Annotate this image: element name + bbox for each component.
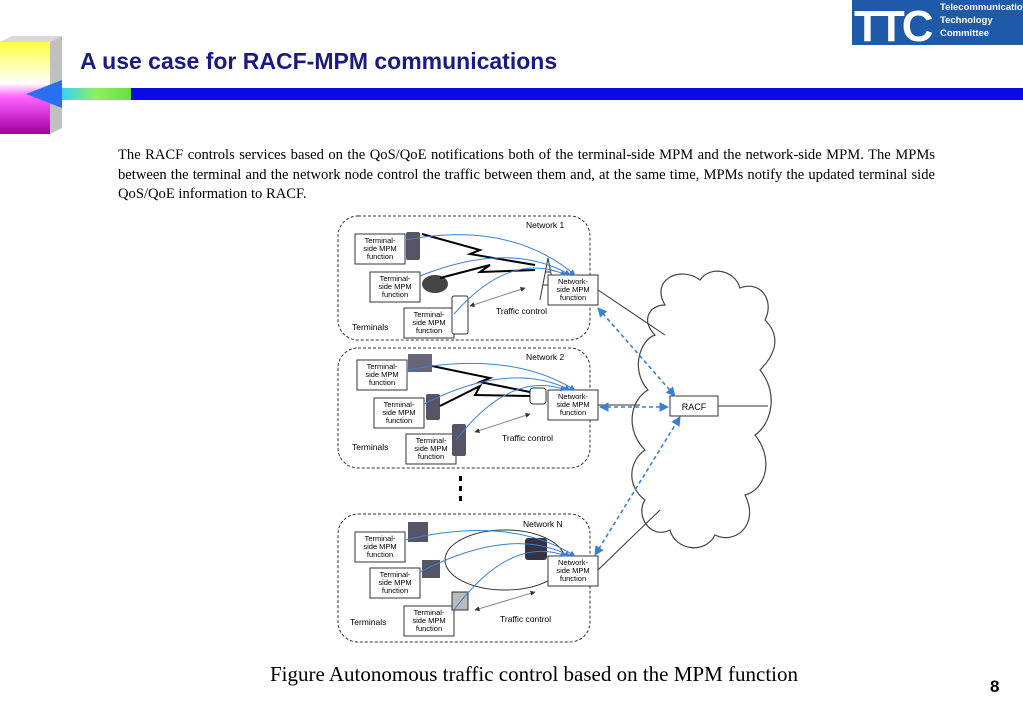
router-icon [525,538,547,560]
logo-line-1: Telecommunication [940,2,1023,13]
network-2-group: Network 2 Terminals Traffic control Term… [337,347,599,469]
network-1-terminals-label: Terminals [352,322,388,332]
desktop-monitor-icon [422,560,440,578]
slide-decoration [0,36,132,134]
mpm-diagram: Network 1 Terminals Traffic control Term… [337,215,776,643]
network-n-group: Network N Terminals Traffic control Term… [337,513,599,643]
ttc-letters-icon: TTC [854,2,936,51]
network-1-group: Network 1 Terminals Traffic control Term… [337,215,599,341]
ellipsis-dots [459,476,462,501]
ttc-logo: TTC Telecommunication Technology Committ… [852,0,1023,51]
network-2-terminals-label: Terminals [352,442,388,452]
network-2-traffic-label: Traffic control [502,433,553,443]
flip-phone-icon [422,275,448,293]
slide-title: A use case for RACF-MPM communications [80,48,558,74]
page-number: 8 [990,677,1000,696]
laptop-icon [408,354,432,372]
logo-line-3: Committee [940,28,990,39]
pda-phone-icon [451,295,469,335]
pda-icon [452,424,466,456]
title-underline-bar [131,88,1023,100]
access-point-icon [529,387,547,405]
mobile-phone-icon [406,232,420,260]
racf-label: RACF [682,402,707,412]
computer-tower-icon [451,591,469,611]
network-n-traffic-label: Traffic control [500,614,551,624]
mobile-phone-icon [426,394,440,420]
network-2-label: Network 2 [526,352,565,362]
network-n-label: Network N [523,519,563,529]
desktop-monitor-icon [408,522,428,542]
body-paragraph: The RACF controls services based on the … [118,147,935,202]
network-1-label: Network 1 [526,220,565,230]
network-1-traffic-label: Traffic control [496,306,547,316]
figure-caption: Figure Autonomous traffic control based … [269,662,799,686]
svg-text:TTC: TTC [854,2,933,45]
network-n-terminals-label: Terminals [350,617,386,627]
logo-line-2: Technology [940,15,993,26]
